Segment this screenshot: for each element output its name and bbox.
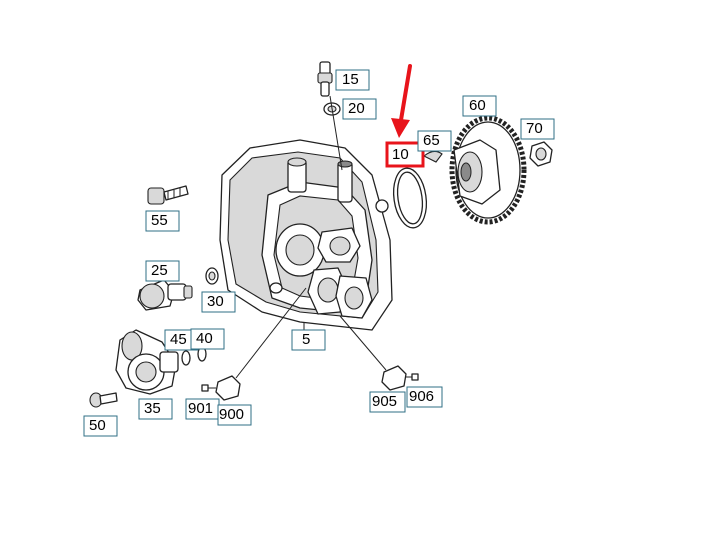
nut-part-70 [529,141,553,167]
callout-55-label: 55 [151,212,168,229]
callout-906[interactable]: 906 [406,386,443,408]
red-pointer-arrow [391,64,412,138]
callout-65[interactable]: 65 [417,130,452,152]
callout-60[interactable]: 60 [462,95,497,117]
callout-40-label: 40 [196,330,213,347]
pump-body [219,139,393,331]
callout-45-label: 45 [170,331,187,348]
callout-905-label: 905 [372,393,397,410]
o-rings-part-45-40 [181,346,207,366]
callout-50-label: 50 [89,417,106,434]
connector-part-900-901 [201,375,241,401]
fitting-screw-part-15 [317,61,333,97]
callout-20[interactable]: 20 [342,98,377,120]
callout-70[interactable]: 70 [520,118,555,140]
callout-50[interactable]: 50 [83,415,118,437]
callout-35-label: 35 [144,400,161,417]
callout-5[interactable]: 5 [291,329,326,351]
callout-70-label: 70 [526,120,543,137]
callout-40[interactable]: 40 [190,328,225,350]
callout-10-label: 10 [392,146,409,163]
o-ring-part-10 [392,167,428,229]
leader-lines [235,95,387,379]
callout-20-label: 20 [348,100,365,117]
callout-10[interactable]: 10 [385,141,425,168]
callout-905[interactable]: 905 [369,391,406,413]
actuator-part-35 [115,329,179,395]
callout-906-label: 906 [409,388,434,405]
gear-part-60 [449,115,527,225]
callout-15-label: 15 [342,71,359,88]
callout-55[interactable]: 55 [145,210,180,232]
callout-901-label: 901 [188,400,213,417]
valve-part-25 [137,279,193,311]
bolt-part-55 [147,185,189,205]
callout-65-label: 65 [423,132,440,149]
callout-5-label: 5 [302,331,310,348]
connector-part-905-906 [381,365,419,391]
callout-900-label: 900 [219,406,244,423]
callout-35[interactable]: 35 [138,398,173,420]
callout-25-label: 25 [151,262,168,279]
seal-ring-part-30 [205,267,219,285]
callout-901[interactable]: 901 [185,398,220,420]
key-part-65 [422,150,443,163]
screw-part-50 [89,392,118,408]
callout-30-label: 30 [207,293,224,310]
callout-900[interactable]: 900 [217,404,252,426]
callout-60-label: 60 [469,97,486,114]
callout-30[interactable]: 30 [201,291,236,313]
callout-15[interactable]: 15 [335,69,370,91]
callout-25[interactable]: 25 [145,260,180,282]
